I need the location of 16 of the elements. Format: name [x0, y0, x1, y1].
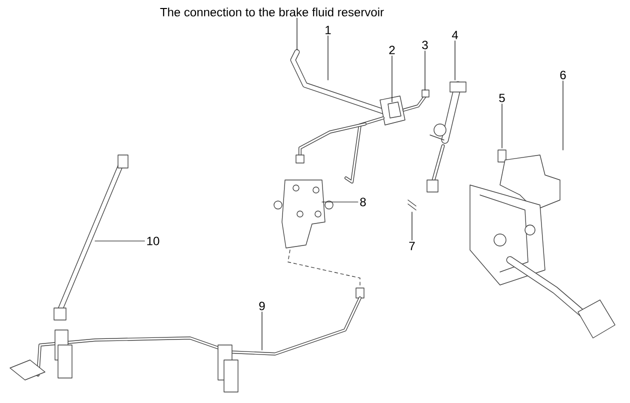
callout-number: 6: [560, 70, 566, 80]
callout-number: 7: [409, 242, 415, 250]
callout-number: 10: [147, 236, 160, 246]
callout-number: 5: [499, 94, 505, 102]
callout-number: 3: [422, 40, 428, 50]
callout-number: 1: [326, 26, 331, 34]
callout-number: 9: [259, 302, 265, 310]
leader-line: [562, 80, 564, 150]
leader-line: [424, 50, 426, 90]
leader-line: [296, 18, 298, 50]
leader-line: [94, 240, 145, 242]
leader-line: [454, 40, 456, 80]
callout-number: 8: [360, 198, 366, 206]
callout-number: 4: [452, 30, 458, 40]
callout-number: 2: [389, 46, 395, 54]
caption-text: The connection to the brake fluid reservoir: [160, 8, 384, 16]
